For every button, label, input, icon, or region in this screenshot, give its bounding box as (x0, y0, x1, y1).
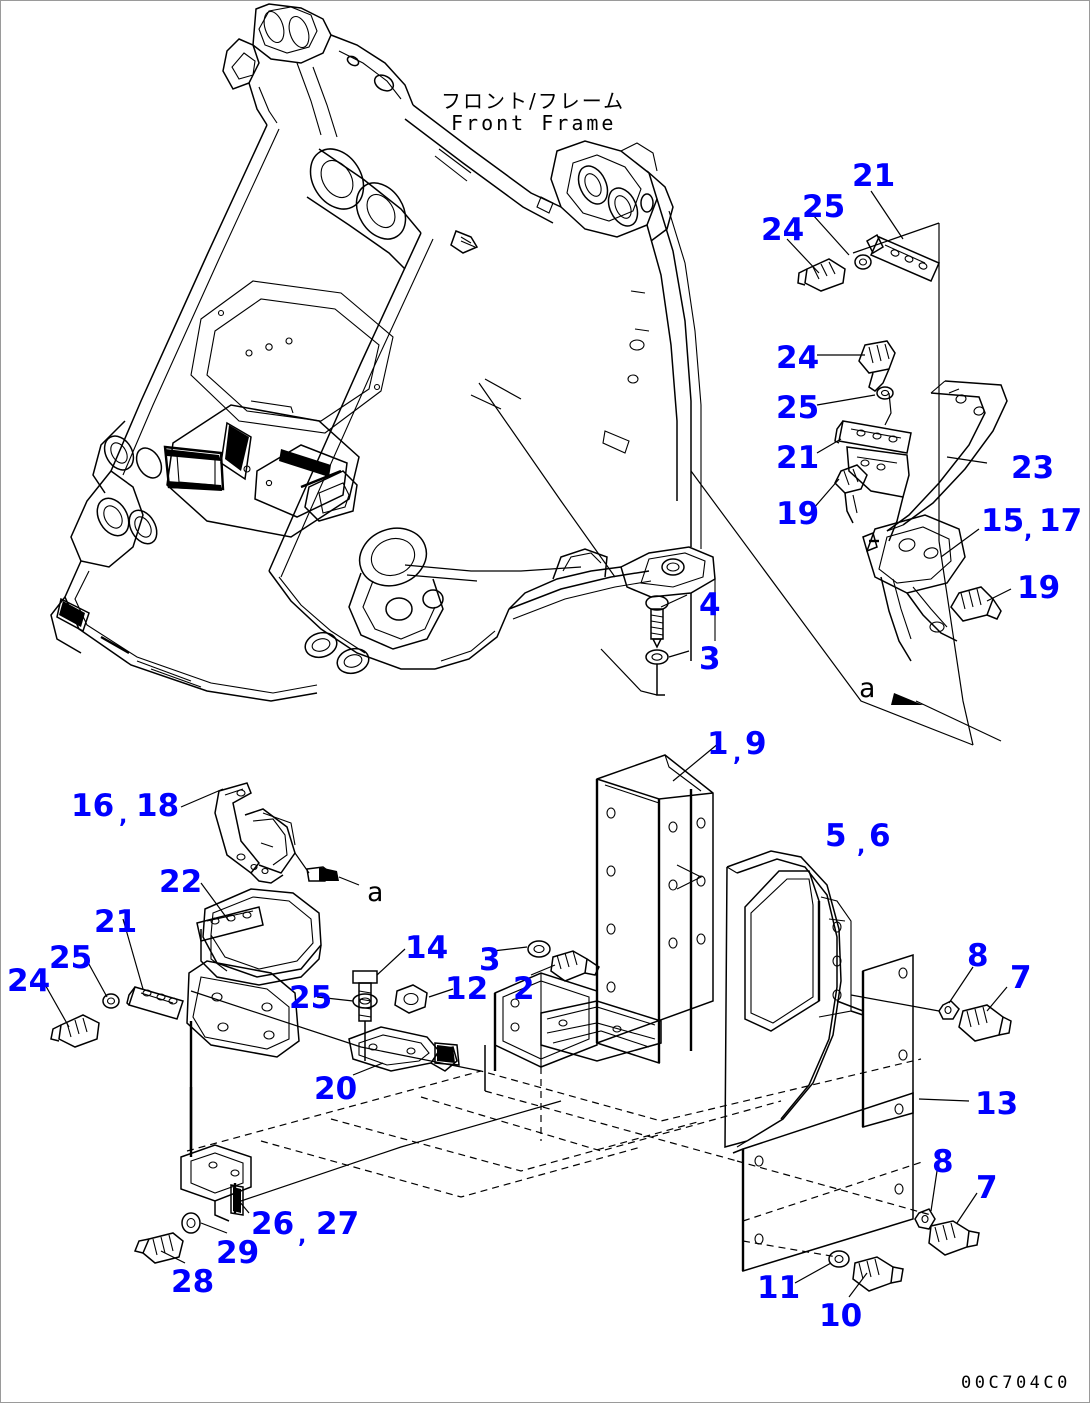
callout-21: 21 (776, 440, 820, 476)
center-box-frame-1-9 (186, 742, 922, 1198)
callout-25: 25 (49, 940, 93, 976)
callout-24: 24 (761, 212, 805, 248)
drawing-code: 00C704C0 (961, 1373, 1071, 1393)
callout-25: 25 (802, 189, 846, 225)
callout-separator: , (298, 1224, 307, 1249)
callout-17: 17 (1039, 503, 1083, 539)
callout-separator: , (857, 834, 866, 859)
right-lower-shield-group (724, 850, 1012, 1298)
callout-7: 7 (1010, 960, 1032, 996)
callout-4: 4 (699, 587, 721, 623)
callout-19: 19 (1017, 570, 1061, 606)
bolt-2-3-detail (492, 940, 600, 982)
callout-29: 29 (216, 1235, 260, 1271)
callout-18: 18 (136, 788, 180, 824)
callout-24: 24 (776, 340, 820, 376)
callout-16: 16 (71, 788, 115, 824)
callout-19: 19 (776, 496, 820, 532)
callout-separator: , (119, 804, 128, 829)
title-english: Front Frame (451, 111, 617, 135)
callout-23: 23 (1011, 450, 1055, 486)
callout-24: 24 (7, 963, 51, 999)
detail-marker-a-upper: a (859, 673, 876, 704)
callout-28: 28 (171, 1264, 215, 1300)
front-frame-assembly (50, 3, 716, 702)
callout-1: 1 (707, 726, 729, 762)
right-middle-bracket-detail (690, 340, 1012, 746)
callout-3: 3 (699, 641, 721, 677)
callout-7: 7 (976, 1170, 998, 1206)
bolt-14-group (316, 948, 460, 1076)
callout-6: 6 (869, 818, 891, 854)
lower-left-bracket-group (42, 782, 482, 1151)
callout-21: 21 (94, 904, 138, 940)
callout-8: 8 (932, 1144, 954, 1180)
callout-11: 11 (757, 1270, 801, 1306)
callout-separator: , (1024, 519, 1033, 544)
callout-15: 15 (981, 503, 1025, 539)
title-japanese: フロント/フレーム (441, 89, 626, 113)
callout-5: 5 (825, 818, 847, 854)
callout-25: 25 (289, 980, 333, 1016)
upper-right-clamp-detail (786, 190, 940, 541)
detail-marker-a-lower: a (367, 877, 384, 908)
callout-27: 27 (316, 1206, 360, 1242)
callout-20: 20 (314, 1071, 358, 1107)
callout-2: 2 (513, 971, 535, 1007)
lower-left-mount-26-27 (133, 1087, 562, 1264)
callout-12: 12 (445, 971, 489, 1007)
callout-25: 25 (776, 390, 820, 426)
bolt-4-washer-3-detail (600, 594, 690, 696)
callout-26: 26 (251, 1206, 295, 1242)
callout-13: 13 (975, 1086, 1019, 1122)
callout-8: 8 (967, 938, 989, 974)
callout-9: 9 (745, 726, 767, 762)
callout-3: 3 (479, 942, 501, 978)
callout-10: 10 (819, 1298, 863, 1334)
callout-21: 21 (852, 158, 896, 194)
callout-14: 14 (405, 930, 449, 966)
callout-22: 22 (159, 864, 203, 900)
callout-separator: , (733, 742, 742, 767)
